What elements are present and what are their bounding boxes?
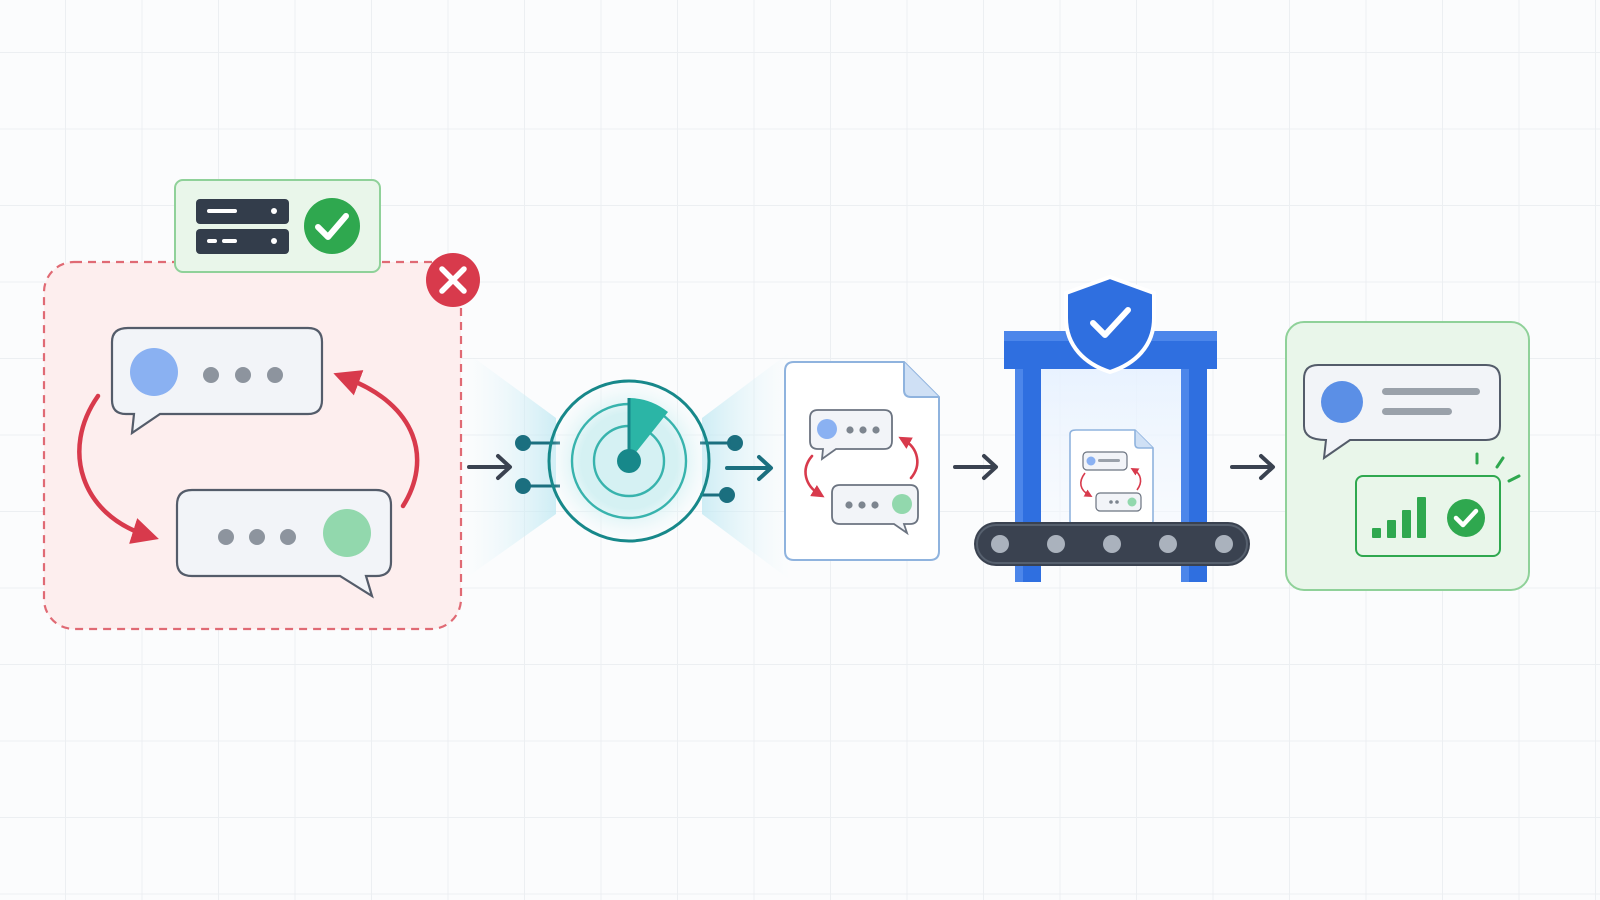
connector-nodes-right — [700, 435, 743, 503]
bar-chart-icon — [1372, 497, 1426, 538]
radar-icon — [547, 379, 711, 543]
processed-document-icon — [1069, 429, 1154, 526]
mini-loop-arrow-down-icon — [804, 454, 825, 498]
loop-arrow-down-icon — [77, 393, 159, 544]
avatar — [130, 348, 178, 396]
shield-check-icon — [1064, 274, 1156, 375]
radar-scanner-stage — [466, 352, 790, 580]
conversation-document-stage — [784, 361, 940, 561]
loop-arrow-up-icon — [333, 370, 420, 509]
result-metrics-card — [1355, 475, 1501, 557]
check-circle-icon — [1447, 499, 1485, 537]
mini-chat-bubble-outgoing — [831, 484, 919, 536]
secure-processing-stage — [974, 274, 1250, 582]
sparkle-icon — [1475, 452, 1521, 483]
conveyor-belt-icon — [974, 522, 1250, 566]
arrow-right-icon — [953, 454, 998, 480]
success-result-stage — [1285, 321, 1530, 591]
problem-loop-stage — [42, 179, 480, 631]
mini-loop-arrow-up-icon — [898, 436, 919, 480]
arrow-right-icon — [467, 454, 512, 480]
x-circle-icon — [426, 253, 480, 307]
server-status-badge — [174, 179, 381, 273]
arrow-right-icon — [1230, 454, 1275, 480]
server-icon — [196, 199, 289, 254]
check-circle-icon — [304, 198, 360, 254]
chat-bubble-incoming — [110, 326, 324, 436]
avatar — [323, 509, 371, 557]
scan-beam-left — [466, 352, 556, 578]
arrow-right-icon — [725, 455, 773, 481]
result-chat-bubble — [1303, 364, 1501, 461]
avatar — [1321, 381, 1363, 423]
chat-bubble-outgoing — [175, 488, 393, 599]
mini-chat-bubble-incoming — [809, 409, 893, 461]
